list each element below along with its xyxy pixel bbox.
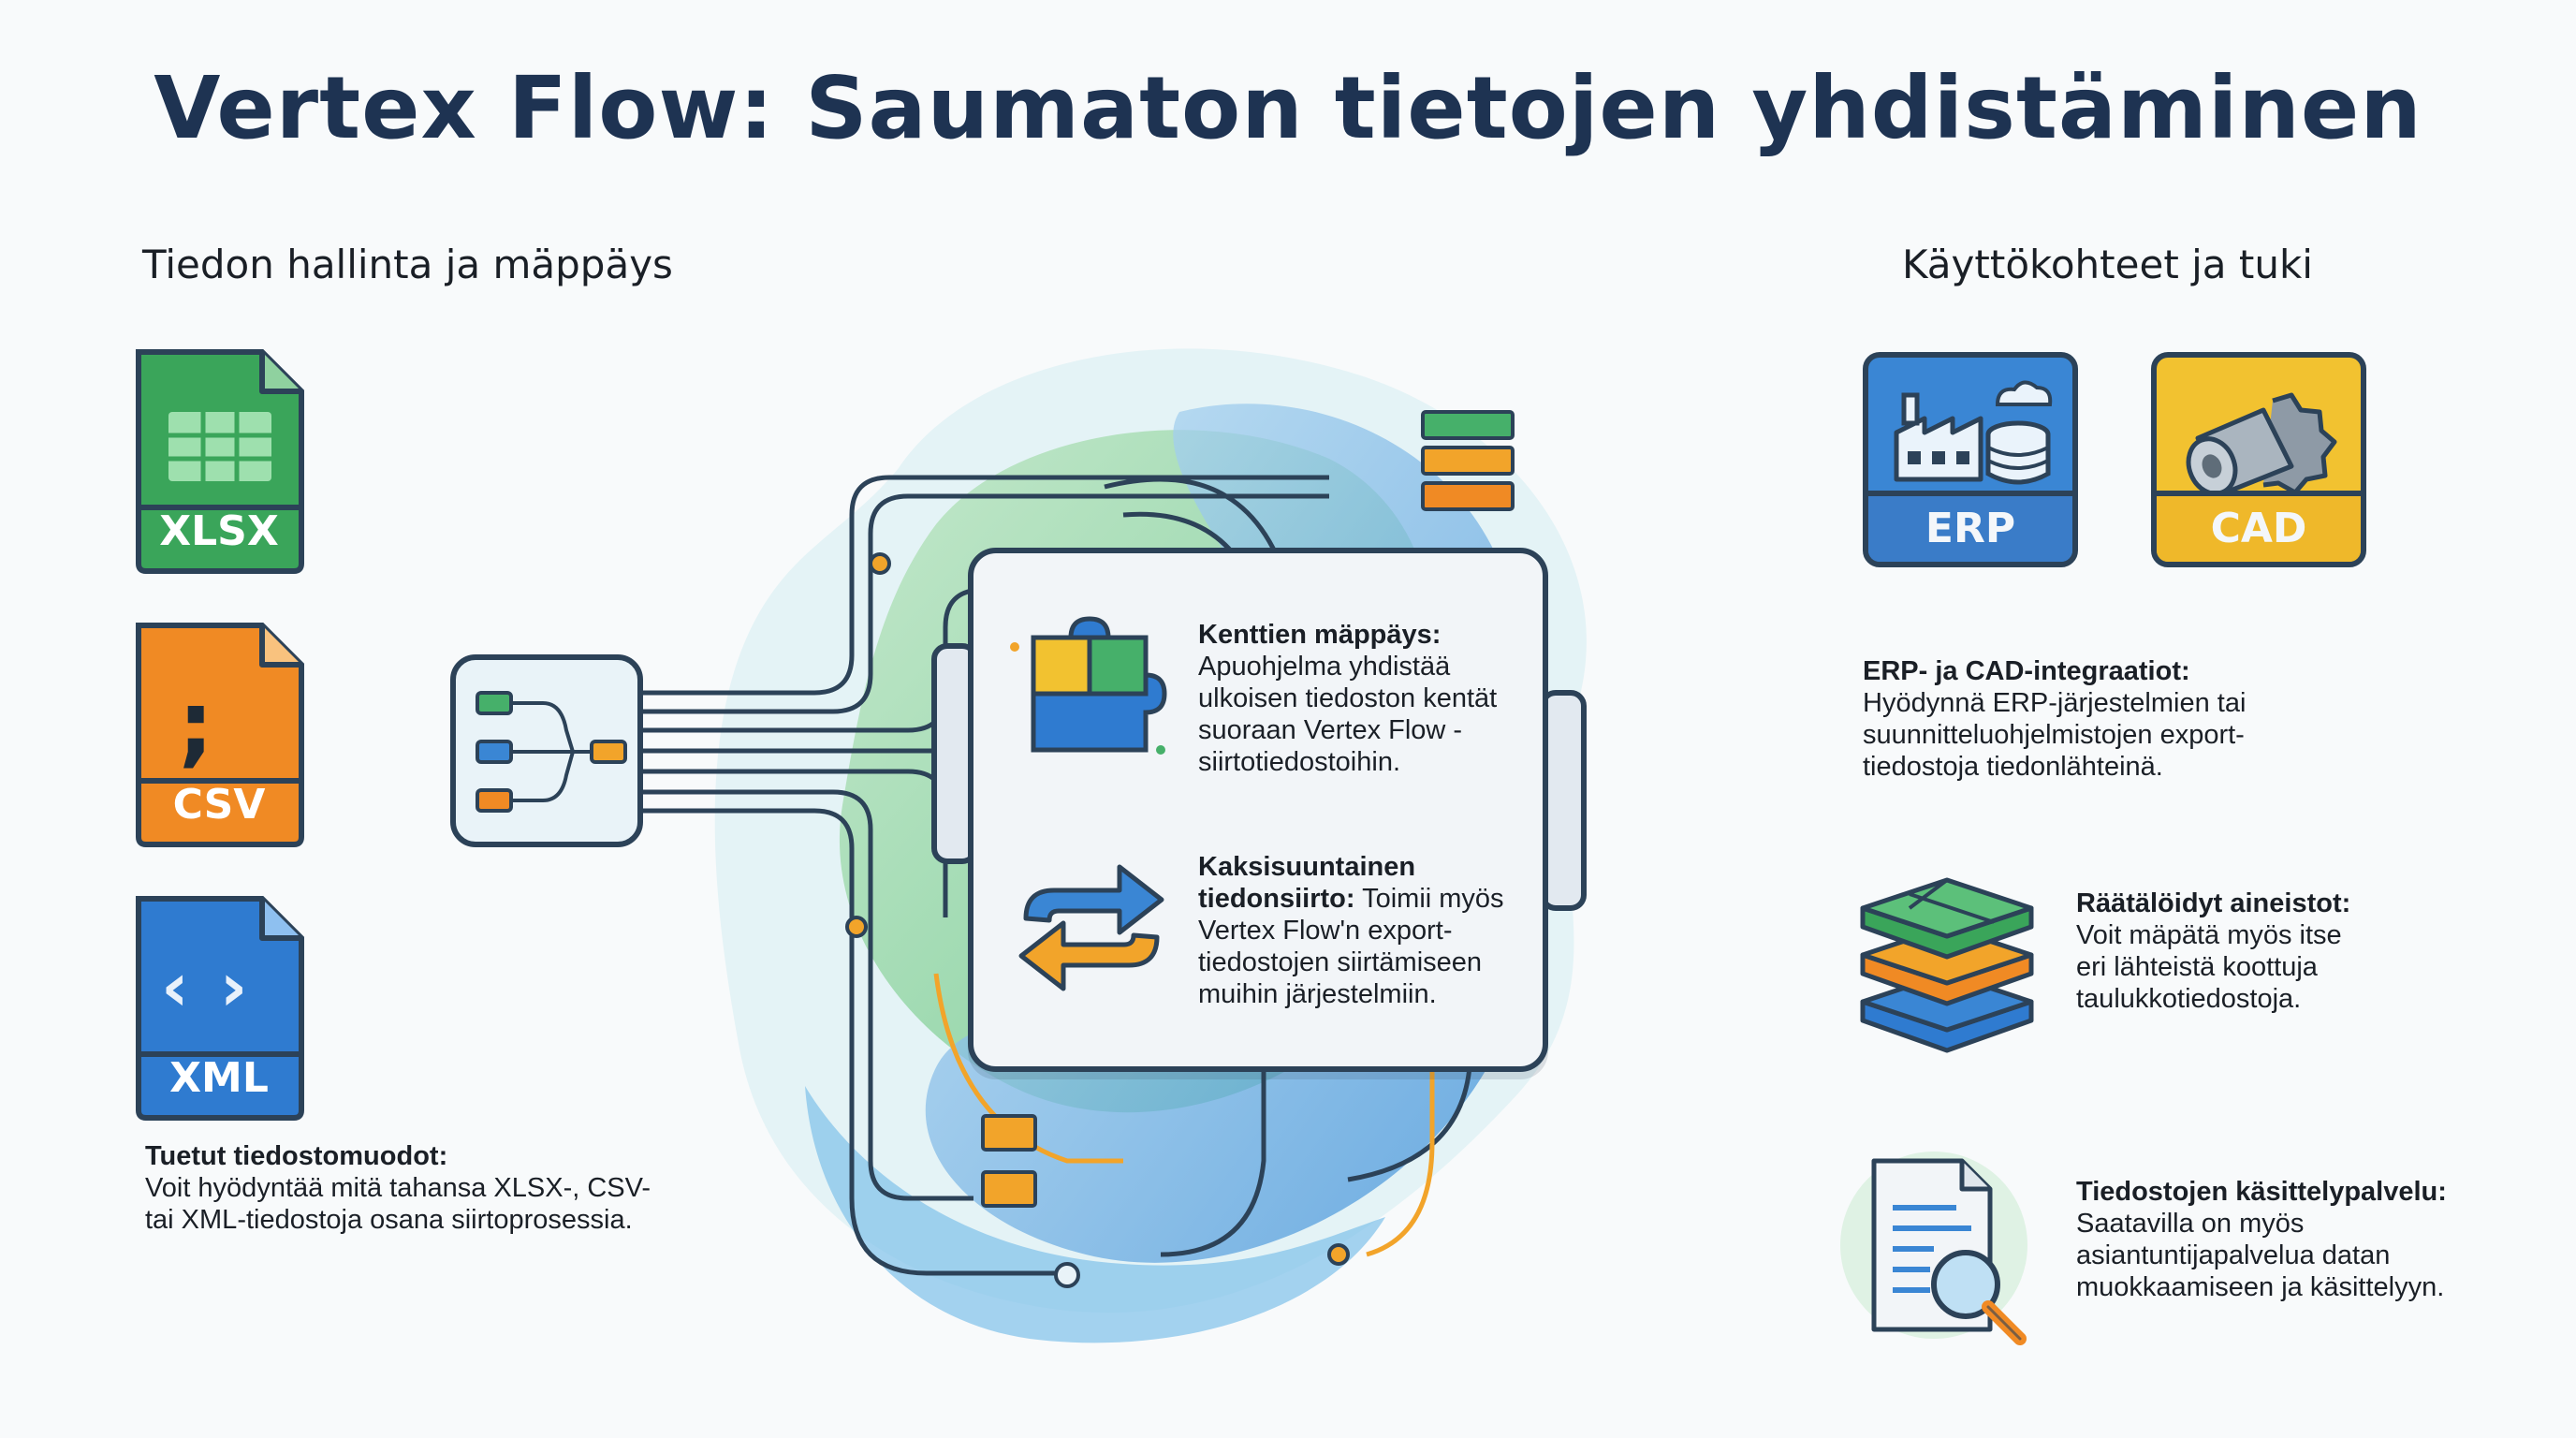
xml-file-icon [136,896,304,1121]
cad-tile: CAD [2151,352,2366,567]
formats-text: Tuetut tiedostomuodot: Voit hyödyntää mi… [145,1141,651,1235]
central-card: Kenttien mäppäys: Apuohjelma yhdistää ul… [968,548,1548,1072]
puzzle-icon [1010,616,1167,755]
left-heading: Tiedon hallinta ja mäppäys [142,242,673,287]
file-icons [136,349,304,1121]
csv-label: CSV [172,781,266,829]
right-heading: Käyttökohteet ja tuki [1902,242,2313,287]
mapping-text: Kenttien mäppäys: Apuohjelma yhdistää ul… [1198,620,1498,777]
page-title: Vertex Flow: Saumaton tietojen yhdistämi… [154,58,2422,158]
factory-database-icon [1894,380,2053,485]
xlsx-file-icon [136,349,304,574]
integrations-text: ERP- ja CAD-integraatiot: Hyödynnä ERP-j… [1863,656,2247,782]
csv-file-icon [136,623,304,847]
service-text: Tiedostojen käsittelypalvelu: Saatavilla… [2076,1177,2447,1302]
bidirectional-arrows-icon [1018,864,1164,991]
xml-glyph: ‹ › [161,947,252,1026]
gear-cylinder-icon [2186,392,2337,494]
source-node [450,654,643,847]
document-search-icon [1840,1152,2027,1345]
data-blocks-bottom [981,1114,1037,1208]
erp-tile: ERP [1863,352,2078,567]
csv-semicolon: ; [178,672,214,777]
xlsx-label: XLSX [159,507,279,555]
xml-label: XML [169,1054,269,1102]
transfer-text: Kaksisuuntainen tiedonsiirto: Toimii myö… [1198,852,1504,1009]
custom-text: Räätälöidyt aineistot: Voit mäpätä myös … [2076,888,2351,1014]
data-bars-top [1421,410,1515,511]
layers-icon [1860,877,2034,1053]
blob-bottom [805,1086,1385,1343]
